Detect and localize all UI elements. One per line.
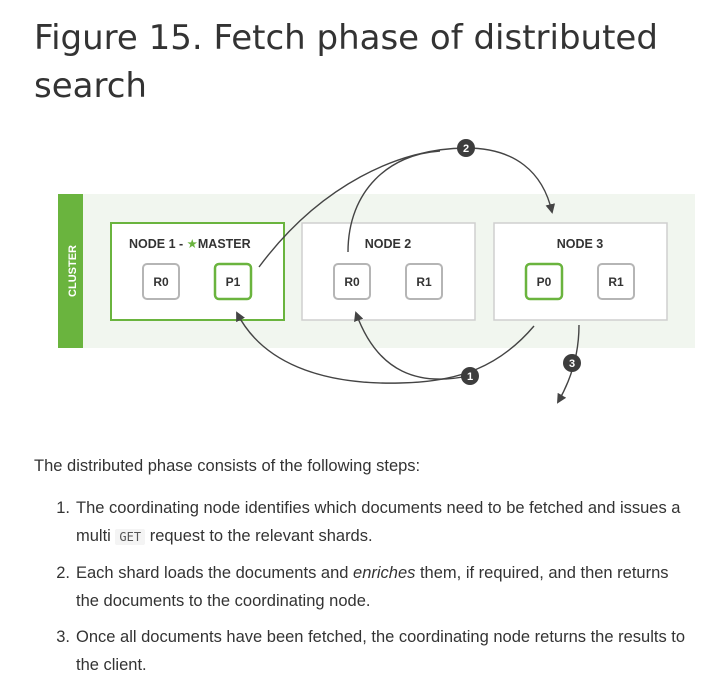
page-title: Figure 15. Fetch phase of distributed se… [34, 18, 658, 106]
node-1: NODE 1 - ★MASTER R0 P1 [110, 222, 285, 321]
cluster-label-bar [58, 194, 83, 348]
arrow-step1-to-p1 [236, 311, 535, 384]
arrow-step2-to-node2-r0 [347, 150, 441, 253]
star-icon: ★ [187, 237, 198, 251]
node-1-master: MASTER [198, 237, 251, 251]
cluster-label: CLUSTER [67, 245, 79, 297]
node-2-shard-r0-label: R0 [344, 275, 360, 289]
node-1-box [110, 222, 285, 321]
step-marker-1-label: 1 [467, 371, 473, 383]
list-item: 3. Once all documents have been fetched,… [34, 623, 694, 679]
step-number: 3. [56, 628, 70, 646]
node-3: NODE 3 P0 R1 [493, 222, 668, 321]
fetch-phase-diagram: CLUSTER NODE 1 - ★MASTER R0 P1 NODE 2 R0… [58, 139, 695, 404]
list-item: 1. The coordinating node identifies whic… [34, 494, 694, 551]
node-3-title: NODE 3 [557, 237, 604, 251]
step-2-text-end: them, if required, and then returns the … [76, 564, 669, 610]
node-1-shard-r0 [142, 263, 180, 300]
node-3-shard-r1-label: R1 [608, 275, 624, 289]
step-number: 2. [56, 564, 70, 582]
node-1-title: NODE 1 - ★MASTER [129, 237, 251, 251]
step-text: Each shard loads the documents and enric… [76, 559, 694, 615]
node-3-shard-p0-label: P0 [537, 275, 552, 289]
node-1-shard-r0-label: R0 [153, 275, 169, 289]
node-3-box [493, 222, 668, 321]
emphasis: enriches [353, 564, 416, 582]
step-text: Once all documents have been fetched, th… [76, 628, 686, 674]
node-1-name: NODE 1 - [129, 237, 187, 251]
step-1-text-start: The coordinating node identifies which d… [76, 499, 681, 545]
step-number: 1. [56, 499, 70, 517]
node-2-box [301, 222, 476, 321]
step-text: The coordinating node identifies which d… [76, 494, 694, 551]
node-2-shard-r0 [333, 263, 371, 300]
step-2-text-start: Each shard loads the documents and [76, 564, 354, 582]
node-1-shard-p1 [213, 262, 253, 301]
node-2: NODE 2 R0 R1 [301, 222, 476, 321]
arrow-step2-from-p1 [258, 147, 556, 268]
arrow-step1-to-node2-r0 [354, 311, 469, 380]
node-3-shard-r1 [597, 263, 635, 300]
inline-code: GET [115, 529, 146, 545]
intro-paragraph: The distributed phase consists of the fo… [34, 457, 421, 475]
step-marker-2-label: 2 [463, 143, 469, 155]
step-1-text-end: request to the relevant shards. [145, 527, 373, 545]
node-2-shard-r1 [405, 263, 443, 300]
list-item: 2. Each shard loads the documents and en… [34, 559, 694, 615]
step-marker-1: 1 [461, 367, 479, 385]
node-2-shard-r1-label: R1 [416, 275, 432, 289]
node-2-title: NODE 2 [365, 237, 412, 251]
step-marker-3: 3 [563, 354, 581, 372]
step-marker-3-label: 3 [569, 358, 575, 370]
node-1-shard-p1-label: P1 [226, 275, 241, 289]
step-marker-2: 2 [457, 139, 475, 157]
node-3-shard-p0 [524, 262, 564, 301]
steps-list: 1. The coordinating node identifies whic… [34, 494, 694, 687]
